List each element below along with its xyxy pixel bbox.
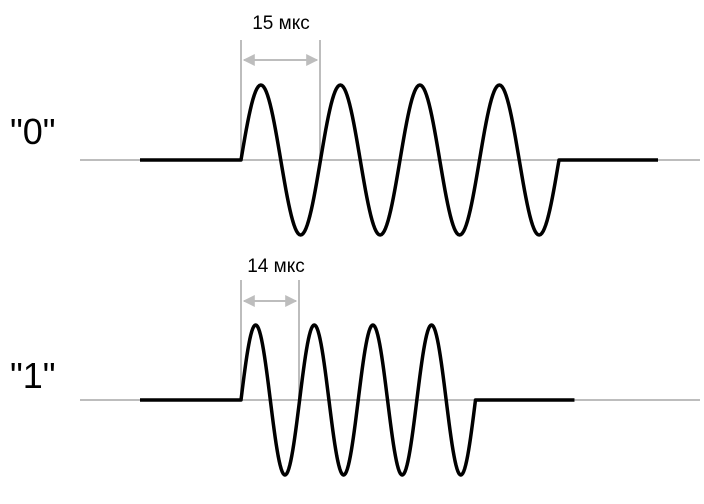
waveform — [140, 323, 575, 477]
period-label: 15 мкс — [252, 13, 310, 34]
signal-label: "0" — [10, 111, 56, 152]
waveform — [140, 83, 658, 237]
signal-label: "1" — [10, 355, 56, 396]
signal-zero: "0" 15 мкс — [10, 13, 700, 237]
period-label: 14 мкс — [247, 256, 305, 277]
signal-one: "1" 14 мкс — [10, 256, 700, 477]
